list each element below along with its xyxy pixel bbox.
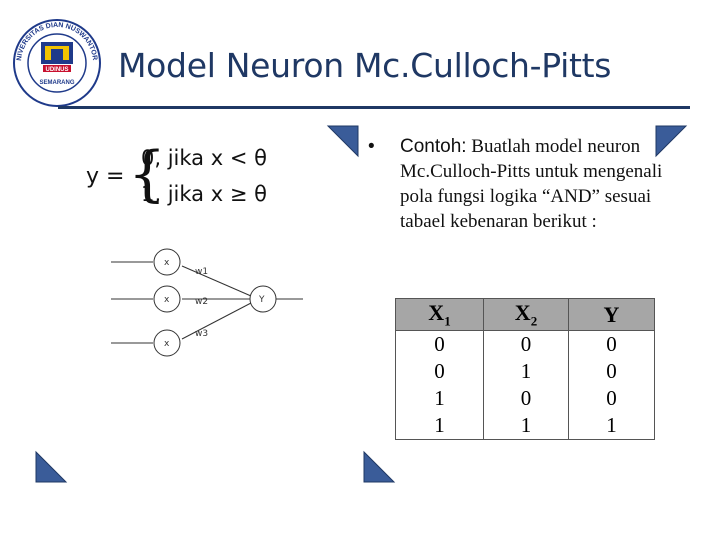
input-label-1: x (164, 258, 170, 268)
bullet-label: Contoh: (400, 136, 467, 157)
weight-label-1: w1 (195, 267, 208, 277)
example-bullet: • Contoh: Buatlah model neuron Mc.Culloc… (368, 134, 688, 234)
input-label-2: x (164, 295, 170, 305)
slide-title: Model Neuron Mc.Culloch-Pitts (118, 46, 612, 85)
bullet-text: Buatlah model neuron Mc.Culloch-Pitts un… (400, 136, 663, 232)
cell: 1 (483, 412, 569, 441)
header-x1: X1 (395, 297, 484, 332)
weight-edge-1 (181, 265, 252, 297)
formula-lhs: y = (86, 164, 125, 189)
header-y: Y (568, 297, 655, 332)
input-node-1 (153, 248, 181, 276)
title-divider (58, 106, 690, 109)
weight-label-2: w2 (195, 297, 208, 307)
formula-case-1: 0, jika x < θ (141, 146, 267, 170)
bullet-marker: • (368, 136, 375, 157)
logo-city-text: SEMARANG (39, 80, 74, 86)
cell: 0 (395, 330, 484, 359)
formula-case-2: 1, jika x ≥ θ (141, 182, 267, 206)
cell: 1 (395, 412, 484, 441)
table-header-row: X1 X2 Y (395, 297, 655, 332)
formula-brace: { (128, 139, 167, 209)
cell: 0 (395, 358, 484, 386)
input-node-3 (153, 329, 181, 357)
input-label-3: x (164, 339, 170, 349)
cell: 0 (483, 330, 569, 359)
weight-edge-3 (181, 302, 252, 340)
decor-triangle-top-left (326, 124, 360, 163)
cell: 1 (568, 412, 655, 441)
weight-label-3: w3 (195, 329, 208, 339)
cell: 0 (568, 385, 655, 413)
university-logo: UNIVERSITAS DIAN NUSWANTORO UDINUS SEMAR… (9, 13, 102, 108)
logo-inner-text: UDINUS (45, 67, 68, 73)
decor-triangle-bottom-right (362, 450, 396, 489)
neuron-network-diagram: x x x w1 w2 w3 Y (105, 240, 305, 365)
input-node-2 (153, 285, 181, 313)
threshold-formula: y = { 0, jika x < θ 1, jika x ≥ θ (86, 142, 326, 222)
cell: 1 (483, 358, 569, 386)
cell: 0 (568, 358, 655, 386)
output-label: Y (258, 295, 265, 305)
decor-triangle-bottom-left (34, 450, 68, 489)
cell: 0 (483, 385, 569, 413)
cell: 0 (568, 330, 655, 359)
decor-triangle-top-right (654, 124, 688, 163)
cell: 1 (395, 385, 484, 413)
header-x2: X2 (483, 297, 569, 332)
